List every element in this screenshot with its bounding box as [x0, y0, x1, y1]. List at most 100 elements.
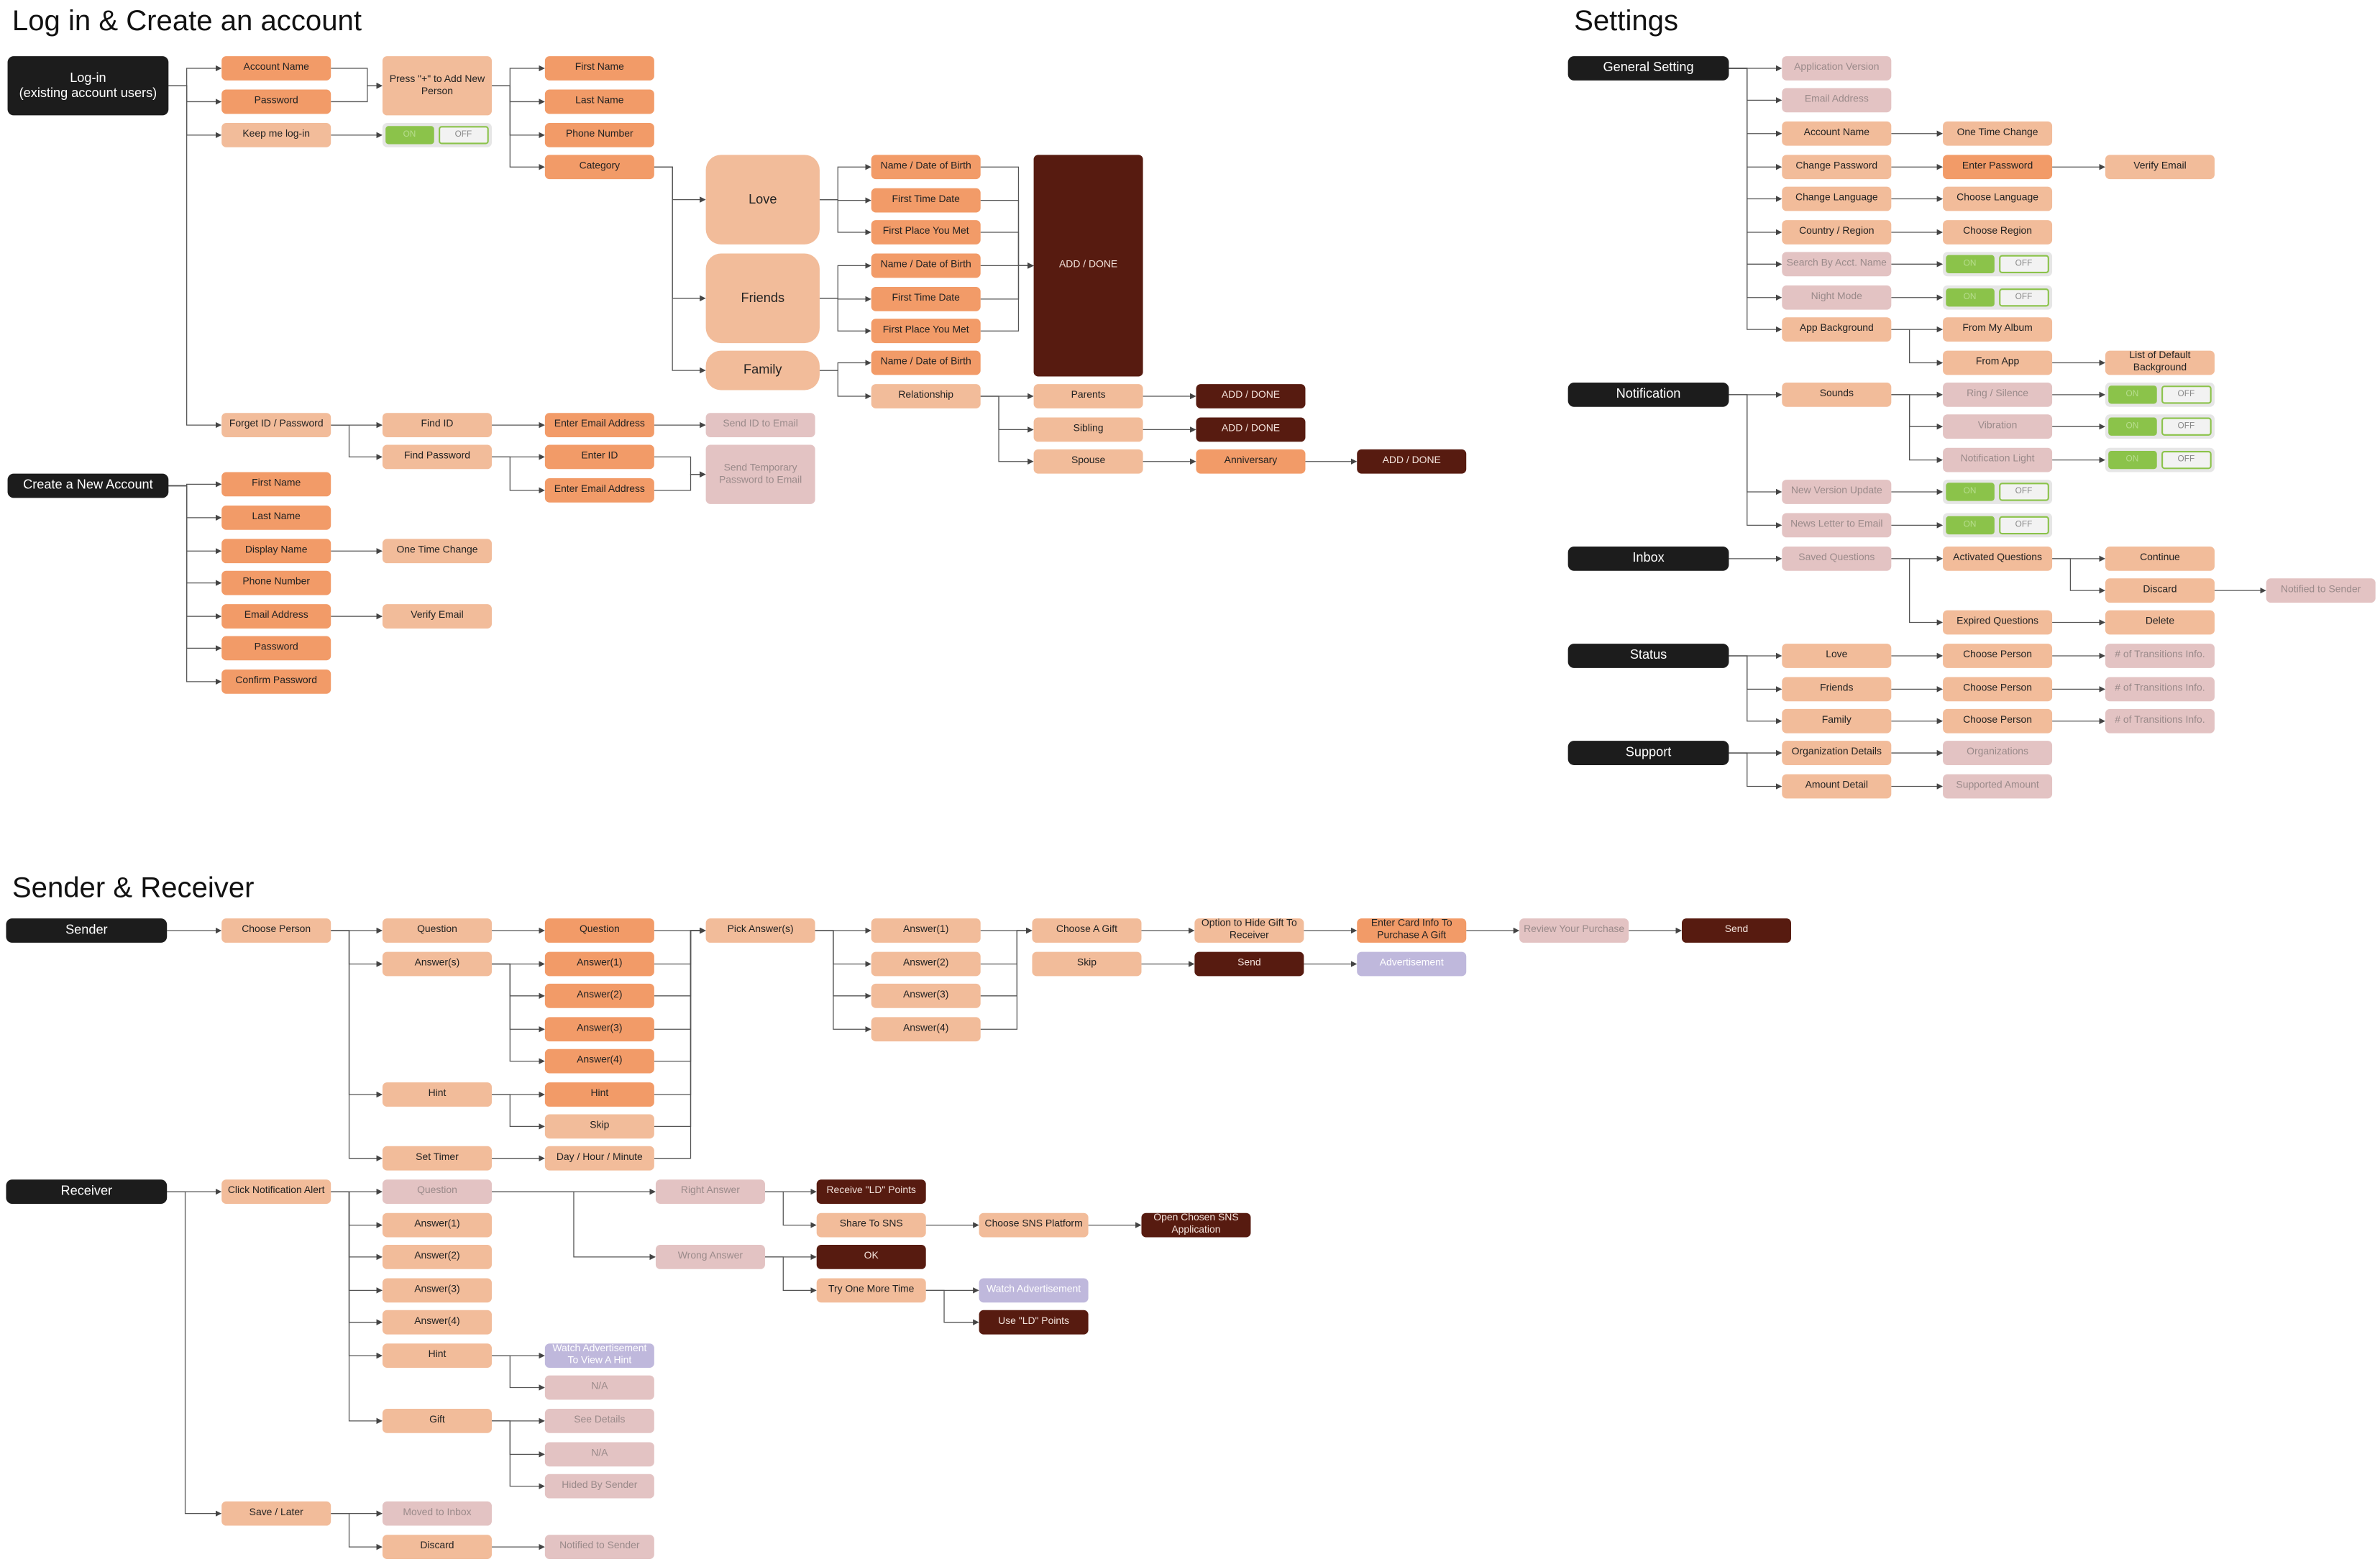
- flow-node-hided: Hided By Sender: [544, 1474, 654, 1499]
- toggle-off-option[interactable]: OFF: [2161, 417, 2212, 436]
- toggle-on-option[interactable]: ON: [1946, 483, 1994, 501]
- node-label: Delete: [2145, 616, 2175, 628]
- connector-arrow: [654, 927, 706, 1127]
- node-label: Answer(4): [902, 1023, 949, 1035]
- flow-node-ph: Phone Number: [544, 122, 654, 147]
- on-off-toggle[interactable]: ON OFF: [2105, 382, 2215, 407]
- connector-arrow: [331, 424, 383, 460]
- node-label: Change Language: [1795, 193, 1878, 204]
- node-label: N/A: [591, 1448, 608, 1460]
- flow-node-moved: Moved to Inbox: [382, 1501, 492, 1526]
- flow-node-otc: One Time Change: [382, 539, 492, 564]
- toggle-off-option[interactable]: OFF: [1998, 288, 2049, 307]
- connector-arrow: [1891, 394, 1944, 430]
- toggle-on-option[interactable]: ON: [1946, 516, 1994, 535]
- flow-node-f1: Name / Date of Birth: [871, 253, 981, 278]
- node-label: Country / Region: [1799, 226, 1875, 237]
- node-label: App Background: [1799, 324, 1874, 334]
- toggle-on-option[interactable]: ON: [2108, 450, 2156, 470]
- node-label: Saved Questions: [1798, 552, 1875, 564]
- connector-arrow: [491, 85, 545, 139]
- flow-node-acct: Account Name: [221, 56, 331, 81]
- flow-node-cont: Continue: [2105, 546, 2215, 571]
- connector-arrow: [654, 456, 706, 478]
- node-label: Friends: [741, 289, 785, 305]
- connector-arrow: [331, 1191, 383, 1228]
- toggle-off-option[interactable]: OFF: [2161, 385, 2212, 404]
- section-root-inbox: Inbox: [1567, 546, 1729, 571]
- connector-arrow: [491, 963, 545, 1000]
- connector-arrow: [980, 200, 1034, 269]
- connector-arrow: [815, 930, 871, 1000]
- node-label: Inbox: [1632, 549, 1665, 565]
- node-label: ADD / DONE: [1058, 260, 1118, 271]
- node-label: Pick Answer(s): [727, 925, 794, 936]
- node-label: Activated Questions: [1953, 552, 2042, 564]
- flow-node-review: Review Your Purchase: [1519, 918, 1629, 943]
- connector-arrow: [168, 85, 222, 105]
- connector-arrow: [168, 85, 222, 139]
- flow-node-share: Share To SNS: [816, 1212, 926, 1238]
- node-label: Notified to Sender: [559, 1541, 640, 1552]
- node-label: Password: [254, 96, 298, 107]
- toggle-off-option[interactable]: OFF: [438, 126, 489, 145]
- node-label: First Place You Met: [882, 226, 969, 237]
- section-root-status: Status: [1567, 644, 1729, 668]
- toggle-off-option[interactable]: OFF: [2161, 450, 2212, 470]
- node-label: Confirm Password: [235, 675, 318, 687]
- toggle-on-option[interactable]: ON: [2108, 385, 2156, 404]
- flow-node-wrong: Wrong Answer: [655, 1245, 765, 1269]
- flow-node-ad4: ADD / DONE: [1357, 449, 1467, 474]
- node-label: Parents: [1071, 390, 1106, 401]
- node-label: Expired Questions: [1956, 616, 2038, 628]
- flow-node-rq: Question: [382, 1179, 492, 1205]
- connector-arrow: [819, 198, 871, 236]
- section-title-sender-receiver: Sender & Receiver: [12, 872, 255, 905]
- connector-arrow: [819, 262, 871, 299]
- connector-arrow: [167, 1191, 222, 1517]
- flow-node-ok: OK: [816, 1245, 926, 1269]
- toggle-off-option[interactable]: OFF: [1998, 483, 2049, 501]
- flow-node-rhint: Hint: [382, 1343, 492, 1369]
- connector-arrow: [815, 930, 871, 967]
- connector-arrow: [654, 166, 706, 203]
- connector-arrow: [654, 927, 706, 1095]
- flow-node-ra4: Answer(4): [382, 1310, 492, 1335]
- flow-node-c3: Display Name: [221, 539, 331, 564]
- node-label: Ring / Silence: [1967, 388, 2029, 400]
- toggle-on-option[interactable]: ON: [1946, 255, 1994, 273]
- toggle-off-option[interactable]: OFF: [1998, 516, 2049, 535]
- toggle-off-option[interactable]: OFF: [1998, 255, 2049, 273]
- node-label: Notification Light: [1960, 454, 2035, 465]
- node-label: Answer(3): [902, 990, 949, 1001]
- node-label: First Time Date: [892, 293, 960, 304]
- node-label: Answer(4): [414, 1316, 460, 1328]
- connector-arrow: [2052, 558, 2105, 594]
- connector-arrow: [1729, 68, 1782, 301]
- toggle-on-option[interactable]: ON: [385, 126, 434, 145]
- toggle-on-option[interactable]: ON: [1946, 288, 1994, 307]
- connector-arrow: [980, 396, 1034, 433]
- flow-node-nvu: New Version Update: [1782, 480, 1892, 504]
- node-label: Skip: [590, 1120, 610, 1132]
- node-label: Display Name: [244, 545, 308, 557]
- connector-arrow: [491, 65, 545, 86]
- flow-node-eea1: Enter Email Address: [544, 413, 654, 437]
- on-off-toggle[interactable]: ON OFF: [2105, 414, 2215, 439]
- connector-arrow: [764, 1256, 817, 1294]
- node-label: Use "LD" Points: [998, 1316, 1070, 1328]
- flow-node-saved: Saved Questions: [1782, 546, 1892, 571]
- connector-arrow: [980, 262, 1034, 332]
- section-title-settings: Settings: [1574, 6, 1679, 38]
- flow-node-c5: Email Address: [221, 604, 331, 629]
- node-label: Choose A Gift: [1056, 925, 1118, 936]
- node-label: First Name: [575, 62, 624, 73]
- flow-node-gift: Choose A Gift: [1032, 918, 1142, 943]
- toggle-on-option[interactable]: ON: [2108, 417, 2156, 436]
